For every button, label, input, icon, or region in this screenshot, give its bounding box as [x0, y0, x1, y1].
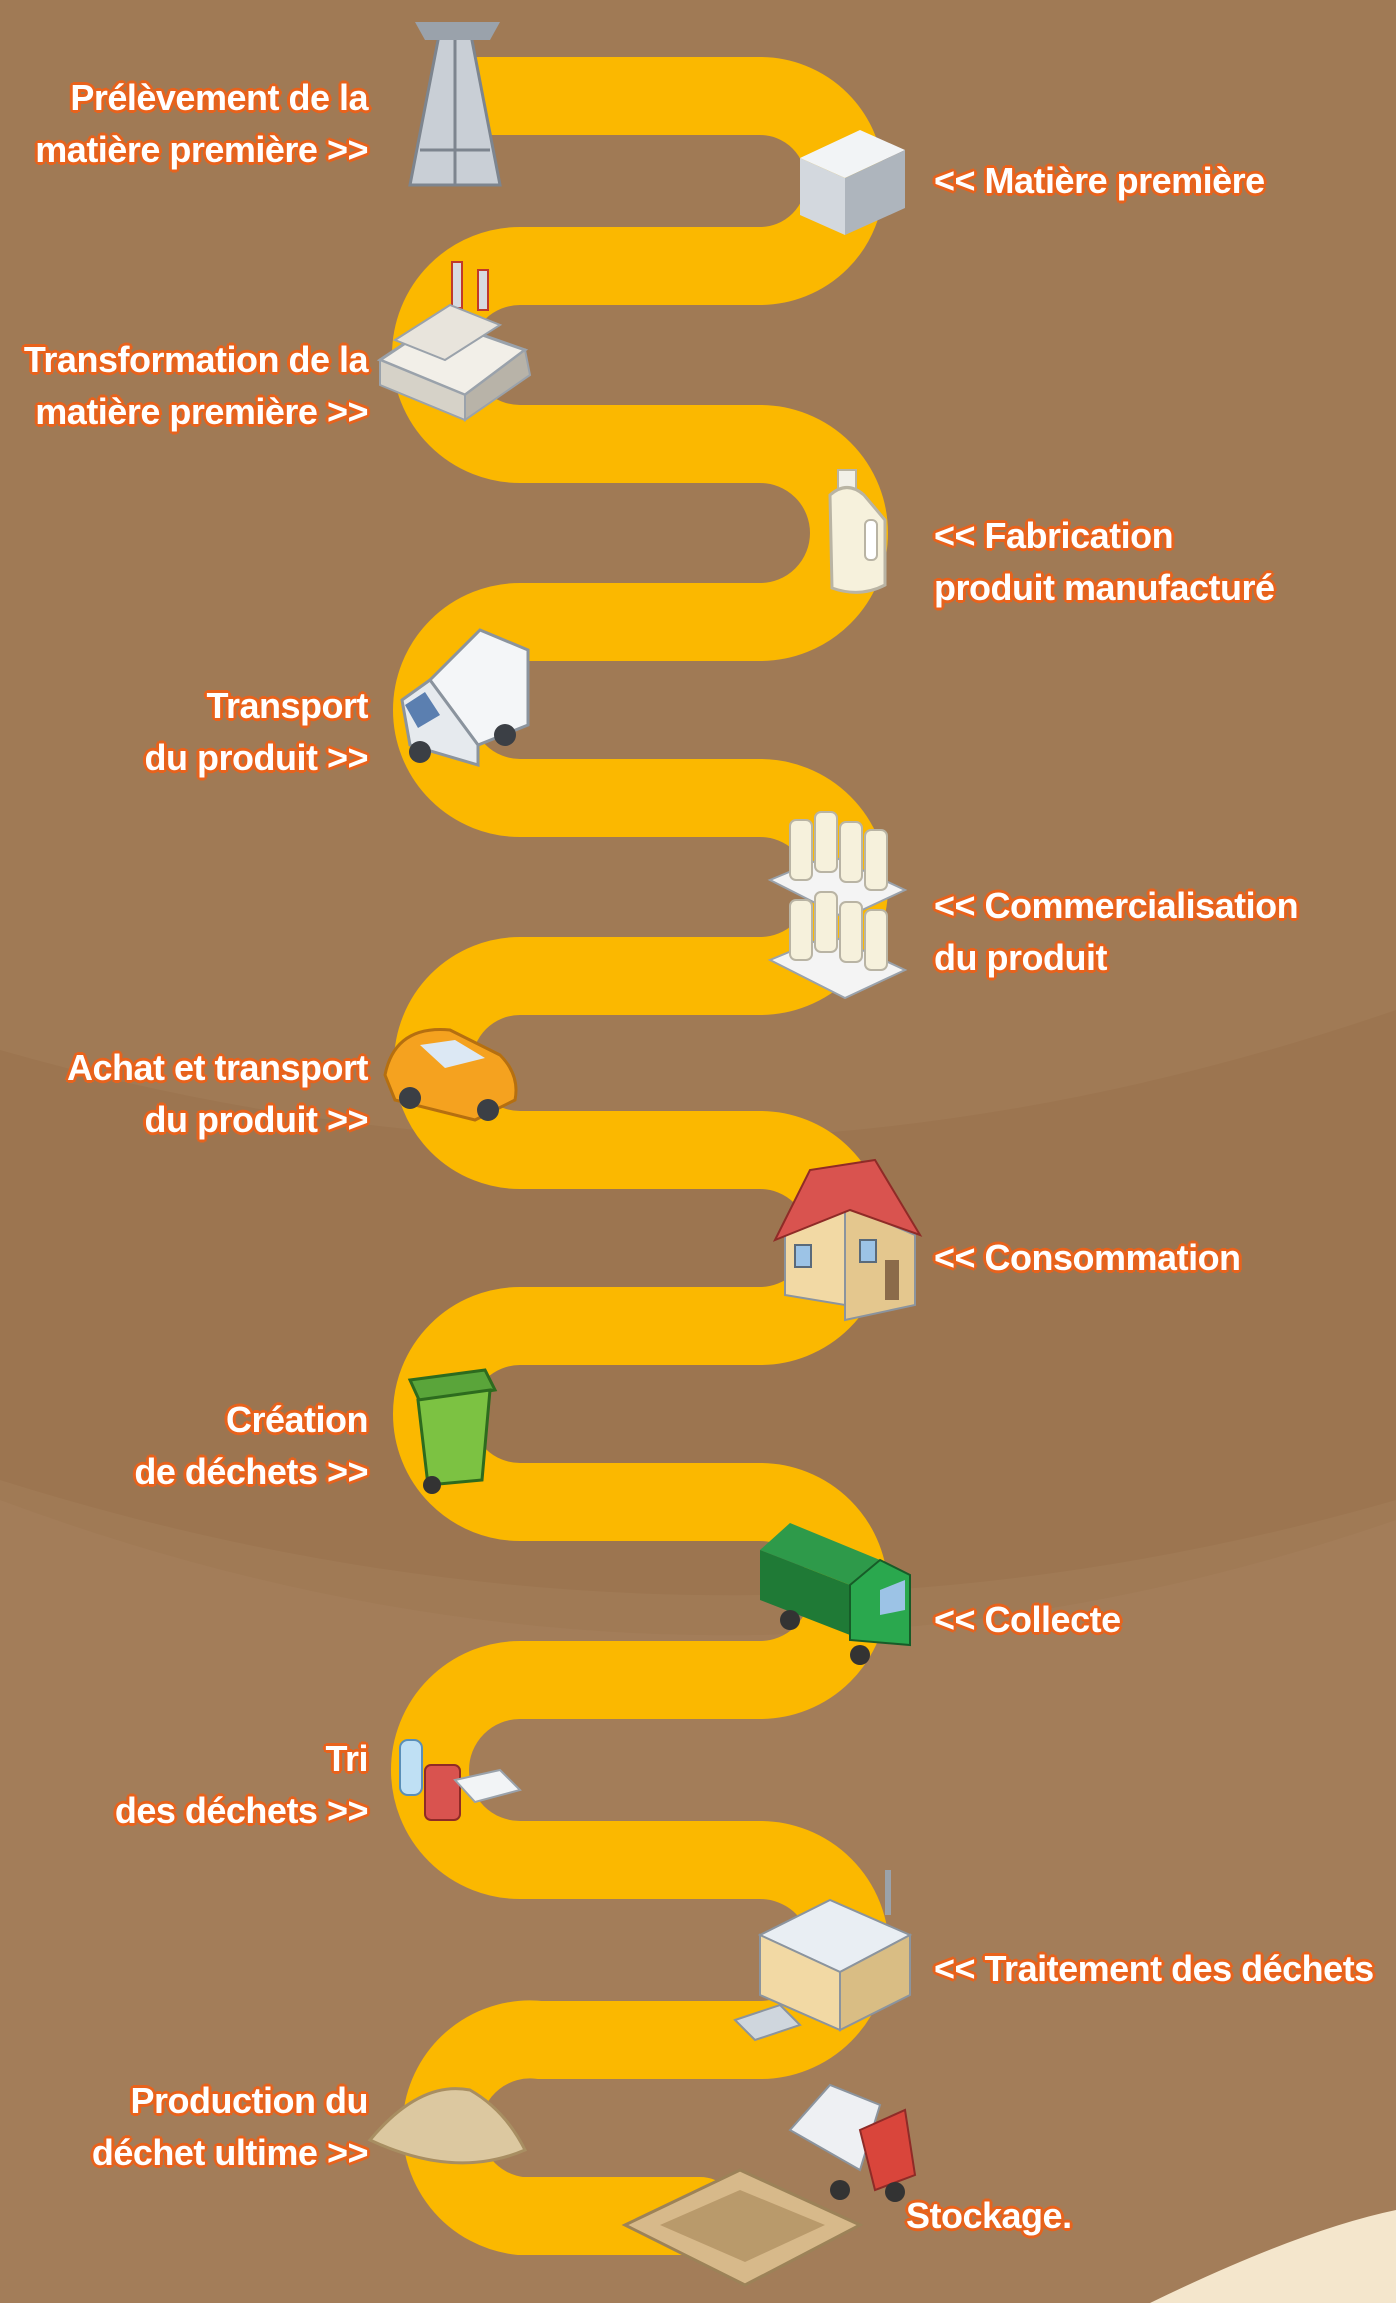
step-label-line: déchet ultime >> [91, 2132, 369, 2173]
step-label-line: matière première >> [35, 129, 368, 170]
step-label-commercialisation: << Commercialisation du produit [934, 880, 1299, 984]
step-label-line: << Consommation [934, 1237, 1241, 1278]
step-label-line: << Commercialisation [934, 885, 1299, 926]
step-label-waste-creation: Création de déchets >> [134, 1394, 368, 1498]
house-icon [772, 1158, 923, 1322]
corner-decoration [1150, 2210, 1396, 2303]
step-label-line: des déchets >> [114, 1790, 369, 1831]
residue-pile-icon [367, 2087, 528, 2165]
car-icon [383, 1028, 518, 1122]
step-label-manufacturing: << Fabrication produit manufacturé [934, 510, 1275, 614]
step-label-line: << Matière première [934, 160, 1265, 201]
step-label-sorting: Tri des déchets >> [114, 1733, 369, 1837]
step-label-purchase: Achat et transport du produit >> [66, 1042, 369, 1146]
step-label-line: Transport [206, 685, 368, 726]
step-label-line: Tri [325, 1738, 368, 1779]
step-label-line: du produit [934, 937, 1107, 978]
wheelie-bin-icon [407, 1368, 498, 1494]
step-label-line: << Traitement des déchets [934, 1948, 1374, 1989]
detergent-bottle-icon [828, 469, 887, 594]
product-shelf-icon [767, 811, 908, 1000]
treatment-plant-icon [733, 1870, 913, 2042]
step-label-ultimate-waste: Production du déchet ultime >> [91, 2075, 369, 2179]
step-label-line: << Fabrication [934, 515, 1174, 556]
step-label-line: << Collecte [934, 1599, 1121, 1640]
background-band [0, 1500, 1396, 2303]
garbage-truck-icon [760, 1523, 911, 1665]
oil-derrick-icon [408, 22, 502, 187]
step-label-line: Achat et transport [66, 1047, 369, 1088]
step-label-transport: Transport du produit >> [145, 680, 369, 784]
step-label-line: matière première >> [35, 391, 368, 432]
step-label-line: Production du [130, 2080, 369, 2121]
step-label-treatment: << Traitement des déchets [934, 1943, 1374, 1995]
landfill-dump-truck-icon [621, 2083, 917, 2287]
step-label-consumption: << Consommation [934, 1232, 1241, 1284]
factory-icon [376, 261, 532, 422]
step-label-line: du produit >> [144, 1099, 369, 1140]
step-label-storage: Stockage. [906, 2190, 1072, 2242]
step-label-line: du produit >> [144, 737, 369, 778]
raw-material-cube-icon [800, 130, 905, 235]
step-label-line: de déchets >> [134, 1451, 368, 1492]
delivery-truck-icon [400, 628, 530, 768]
step-label-line: Création [225, 1399, 369, 1440]
step-label-line: Prélèvement de la [70, 77, 368, 118]
step-label-line: Stockage. [906, 2195, 1072, 2236]
step-label-line: produit manufacturé [934, 567, 1275, 608]
step-label-line: Transformation de la [23, 339, 369, 380]
step-label-extraction: Prélèvement de la matière première >> [35, 72, 368, 176]
sorted-waste-icon [399, 1739, 522, 1821]
lifecycle-path [391, 57, 889, 2255]
step-label-transformation: Transformation de la matière première >> [23, 334, 369, 438]
step-label-raw-material: << Matière première [934, 155, 1265, 207]
step-label-collection: << Collecte [934, 1594, 1121, 1646]
